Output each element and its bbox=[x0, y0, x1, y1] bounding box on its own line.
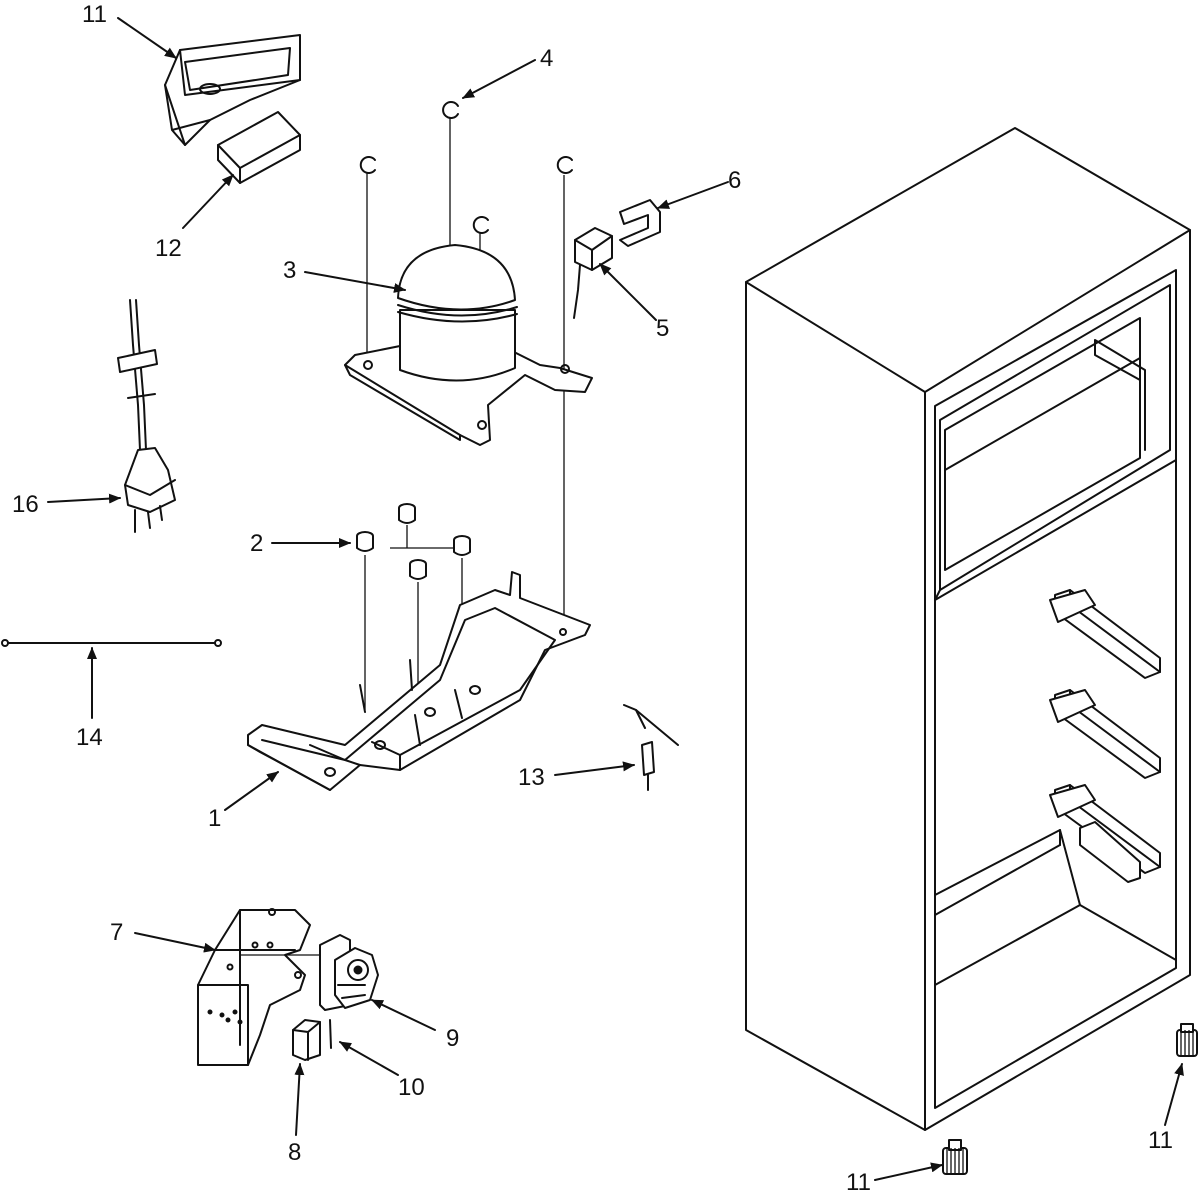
callout-7: 7 bbox=[110, 919, 123, 946]
callout-6: 6 bbox=[728, 167, 741, 194]
callout-11-left: 11 bbox=[846, 1169, 871, 1191]
leveling-leg bbox=[942, 1139, 968, 1175]
callout-12: 11 bbox=[82, 1, 107, 28]
shelf-rail bbox=[1049, 589, 1161, 679]
callout-14: 13 bbox=[518, 764, 545, 791]
shelf-rail bbox=[1049, 689, 1161, 779]
clip bbox=[442, 101, 459, 260]
leveling-leg bbox=[1176, 1023, 1198, 1057]
grommet bbox=[398, 503, 416, 548]
grommet bbox=[356, 531, 374, 710]
callout-5: 5 bbox=[656, 315, 669, 342]
wire-clip bbox=[329, 1019, 332, 1049]
callout-10: 10 bbox=[398, 1074, 425, 1101]
callout-13: 12 bbox=[155, 235, 182, 262]
relay-overload bbox=[319, 934, 379, 1011]
shelf-rail bbox=[1049, 784, 1161, 883]
clip bbox=[359, 156, 376, 360]
leader-arrows bbox=[47, 17, 1184, 1181]
compressor bbox=[344, 244, 593, 446]
callout-labels: 11 12 4 3 6 5 16 2 14 1 13 7 9 10 8 11 1… bbox=[12, 1, 1173, 1191]
capacitor bbox=[292, 1019, 321, 1061]
callout-9: 9 bbox=[446, 1025, 459, 1052]
callout-1: 1 bbox=[208, 805, 221, 832]
power-cord bbox=[117, 299, 176, 533]
control-bracket bbox=[197, 908, 325, 1066]
compressor-base-plate bbox=[247, 571, 591, 791]
refrigerator-cabinet bbox=[745, 127, 1191, 1131]
callout-16: 16 bbox=[12, 491, 39, 518]
rod bbox=[1, 639, 222, 647]
callout-11-right: 11 bbox=[1148, 1127, 1173, 1154]
sensor-probe bbox=[623, 704, 679, 791]
callout-15: 14 bbox=[76, 724, 103, 751]
relay-box bbox=[573, 227, 613, 319]
control-knob-panel bbox=[217, 111, 301, 184]
clip bbox=[556, 156, 573, 630]
callout-2: 2 bbox=[250, 530, 263, 557]
bracket-clip bbox=[619, 199, 661, 247]
callout-8: 8 bbox=[288, 1139, 301, 1166]
control-housing bbox=[164, 34, 301, 146]
callout-4: 4 bbox=[540, 45, 553, 72]
callout-3: 3 bbox=[283, 257, 296, 284]
